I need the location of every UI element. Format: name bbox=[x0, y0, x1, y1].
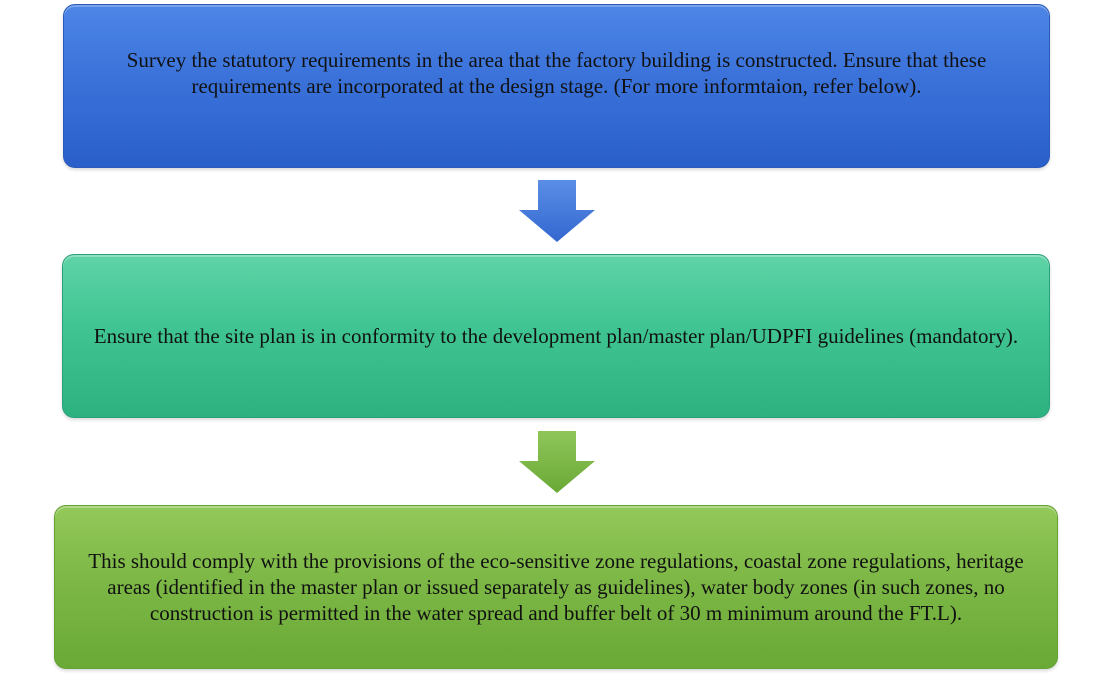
step-1-text: Survey the statutory requirements in the… bbox=[126, 48, 987, 98]
arrow-down-icon bbox=[519, 180, 595, 242]
arrow-down-icon bbox=[519, 431, 595, 493]
step-2-box: Ensure that the site plan is in conformi… bbox=[62, 254, 1050, 418]
step-1-box: Survey the statutory requirements in the… bbox=[63, 4, 1050, 168]
step-3-text: This should comply with the provisions o… bbox=[88, 549, 1024, 625]
step-3-box: This should comply with the provisions o… bbox=[54, 505, 1058, 669]
step-2-text: Ensure that the site plan is in conformi… bbox=[93, 324, 1019, 348]
